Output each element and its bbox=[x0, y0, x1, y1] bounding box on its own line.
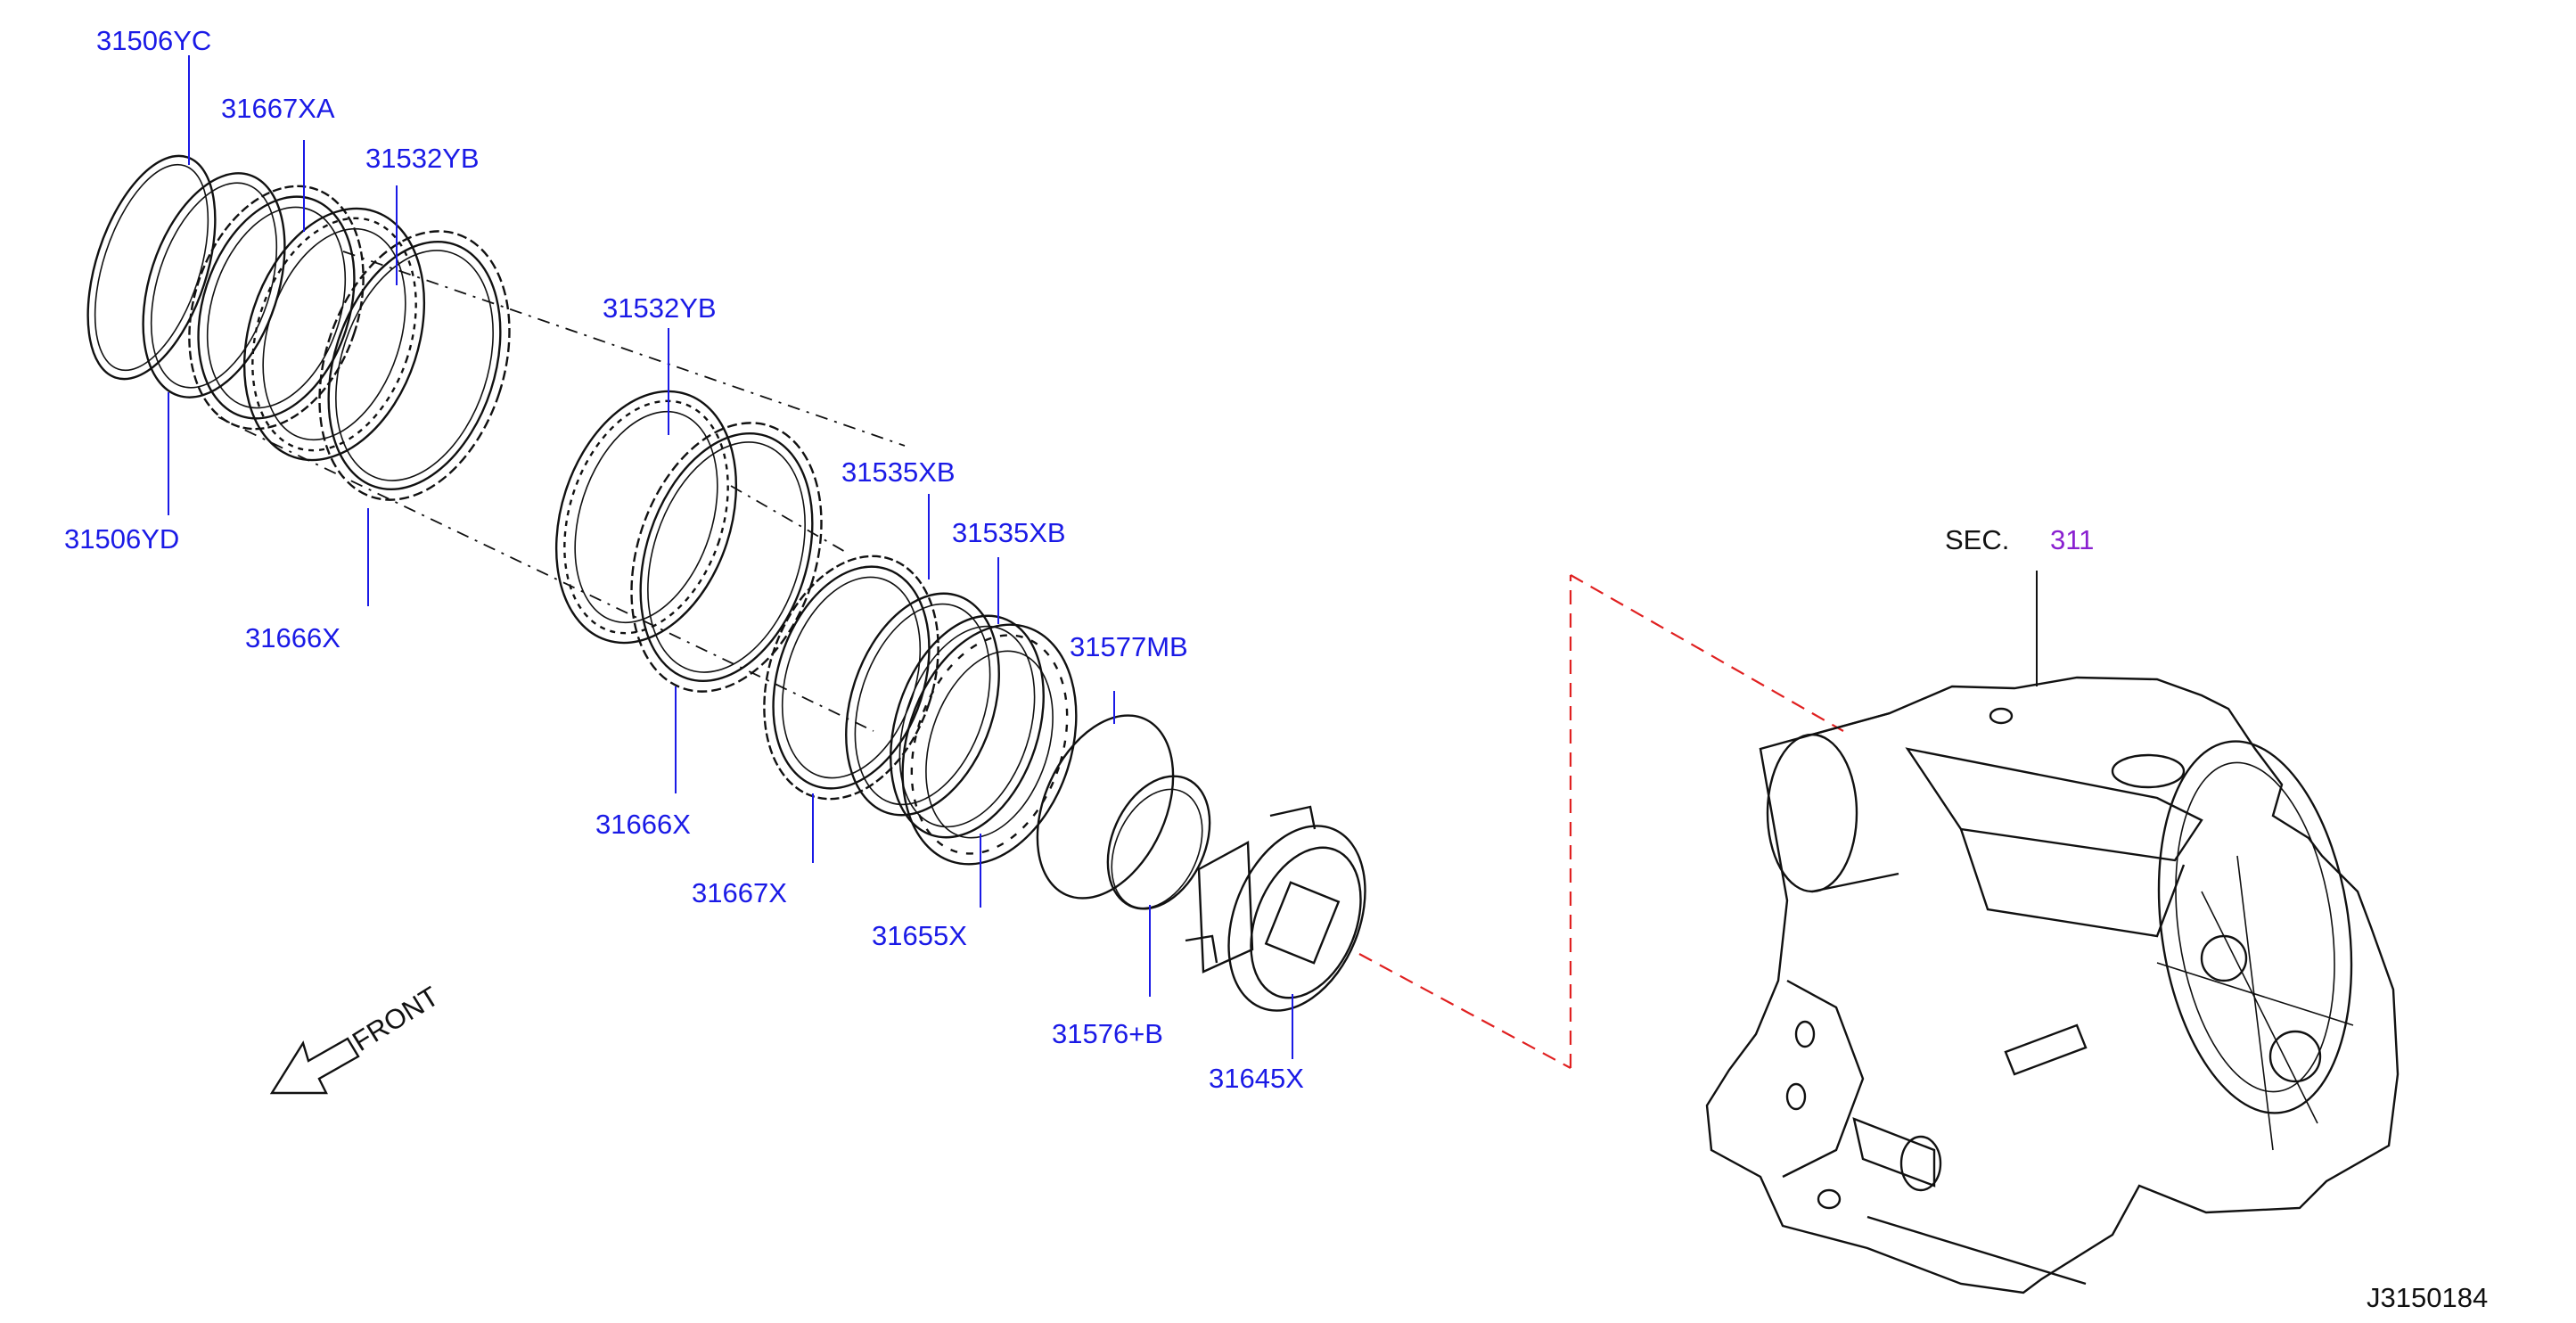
part-label-31666X-center: 31666X bbox=[595, 809, 691, 840]
part-label-31532YB-center: 31532YB bbox=[603, 292, 717, 324]
seal-31576-B bbox=[1106, 775, 1211, 910]
diagram-id: J3150184 bbox=[2367, 1282, 2488, 1313]
spring-retainer-31655X bbox=[901, 623, 1078, 866]
steel-plate-31666X-center bbox=[630, 422, 823, 693]
part-label-31577MB: 31577MB bbox=[1070, 631, 1188, 662]
seal-31577MB bbox=[1036, 714, 1175, 900]
transaxle-assembly bbox=[1705, 676, 2400, 1294]
exploded-axis-lines bbox=[217, 251, 906, 732]
friction-disc-31532YB-left bbox=[242, 207, 426, 462]
steel-plate-31667X bbox=[763, 555, 939, 801]
steel-plate-31667XA bbox=[188, 185, 365, 431]
retaining-plate-31535XB-a bbox=[845, 592, 1000, 817]
front-arrow-icon bbox=[269, 1037, 360, 1095]
part-label-31506YC: 31506YC bbox=[96, 25, 211, 56]
steel-plate-31666X-left bbox=[318, 230, 511, 501]
friction-disc-31532YB-center bbox=[554, 390, 738, 645]
part-label-31666X-left: 31666X bbox=[245, 622, 340, 653]
part-label-31576-B: 31576+B bbox=[1052, 1018, 1163, 1049]
part-label-31667XA: 31667XA bbox=[221, 93, 335, 124]
leader-lines bbox=[168, 55, 2038, 1059]
part-label-31667X: 31667X bbox=[692, 877, 787, 908]
retaining-ring-31506YD bbox=[142, 172, 286, 399]
retaining-plate-31535XB-b bbox=[890, 614, 1045, 839]
front-direction-label: FRONT bbox=[347, 981, 444, 1057]
part-label-31535XB-a: 31535XB bbox=[841, 456, 956, 488]
section-number-link[interactable]: 311 bbox=[2050, 524, 2094, 555]
section-link-lines bbox=[1358, 574, 1844, 1069]
part-label-31655X: 31655X bbox=[872, 920, 967, 951]
section-prefix: SEC. bbox=[1945, 524, 2009, 555]
part-label-31535XB-b: 31535XB bbox=[952, 517, 1066, 548]
part-label-31645X: 31645X bbox=[1209, 1063, 1304, 1094]
part-label-31532YB-top: 31532YB bbox=[365, 143, 480, 174]
part-label-31506YD: 31506YD bbox=[64, 523, 179, 555]
piston-31645X bbox=[1185, 805, 1366, 1012]
